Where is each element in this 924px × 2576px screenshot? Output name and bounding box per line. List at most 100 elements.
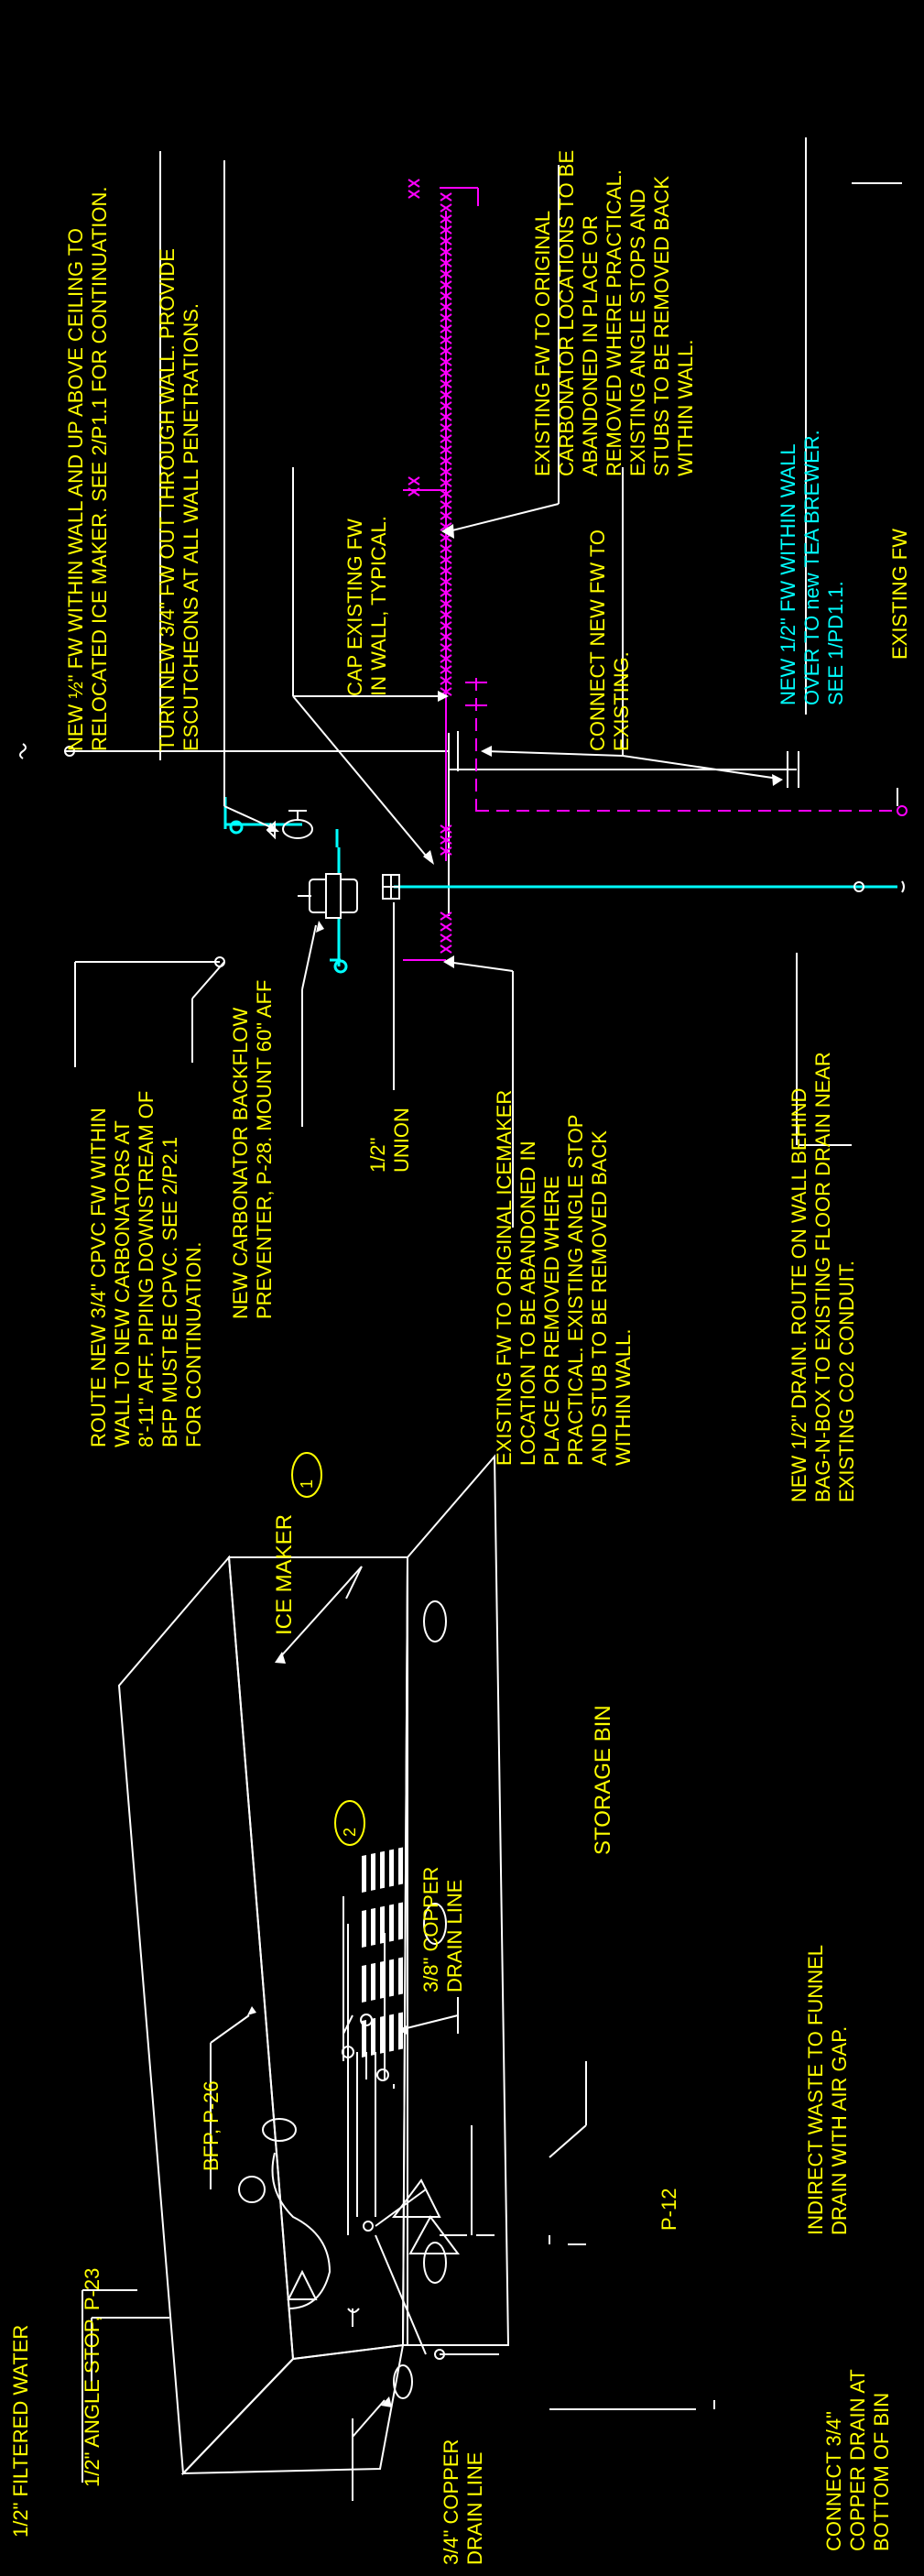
ice-maker-isometric <box>117 1454 510 2476</box>
storage-bin-tag: 2 <box>341 1828 359 1837</box>
x-mark <box>440 489 452 498</box>
x-mark <box>440 357 452 366</box>
label-p12: P-12 <box>658 2189 680 2231</box>
arrowheads <box>267 524 783 968</box>
x-mark <box>440 434 452 443</box>
vent-slat <box>371 1907 375 1946</box>
vent-slat <box>380 2015 385 2054</box>
vent-slat <box>389 1849 394 1887</box>
vent-slat <box>380 1850 385 1889</box>
x-mark <box>440 412 452 421</box>
label-copper-34: 3/4" COPPER DRAIN LINE <box>440 2433 486 2565</box>
x-mark <box>440 500 452 509</box>
vent-slat <box>398 1902 403 1940</box>
note-union: 1/2" UNION <box>366 1108 413 1173</box>
annotation-text: NEW ½" FW WITHIN WALL AND UP ABOVE CEILI… <box>9 145 911 2565</box>
x-mark <box>440 824 452 834</box>
x-mark <box>440 324 452 333</box>
x-mark <box>440 577 452 586</box>
vent-slat <box>389 2014 394 2052</box>
riser-node <box>64 746 75 757</box>
x-mark <box>440 313 452 322</box>
ice-maker-leaders <box>82 1566 715 2501</box>
x-mark <box>440 291 452 300</box>
note-new-fw-ceiling: NEW ½" FW WITHIN WALL AND UP ABOVE CEILI… <box>64 186 111 751</box>
backflow-preventer <box>298 873 358 919</box>
x-mark <box>440 456 452 465</box>
x-mark <box>440 566 452 575</box>
x-mark <box>440 214 452 224</box>
vent-slat <box>362 1964 366 2003</box>
x-mark <box>408 476 420 486</box>
label-indirect-waste: INDIRECT WASTE TO FUNNEL DRAIN WITH AIR … <box>804 1940 851 2235</box>
x-mark <box>440 654 452 663</box>
storage-bin-tag-ellipse <box>334 1800 365 1846</box>
x-mark <box>440 621 452 630</box>
vent-slat <box>380 1960 385 1999</box>
vent-slat <box>389 1904 394 1942</box>
vent-slat <box>362 1909 366 1948</box>
vent-slat <box>371 2017 375 2056</box>
x-mark <box>440 390 452 399</box>
x-mark <box>440 933 452 943</box>
vent-slat <box>380 1905 385 1944</box>
x-mark <box>440 335 452 344</box>
label-copper-38: 3/8" COPPER DRAIN LINE <box>419 1861 466 1992</box>
x-mark <box>440 280 452 289</box>
x-mark <box>440 203 452 213</box>
note-cap-existing: CAP EXISTING FW IN WALL, TYPICAL. <box>343 513 390 696</box>
label-bfp: BFP, P-26 <box>200 2080 223 2171</box>
x-mark <box>440 247 452 257</box>
label-angle-stop: 1/2" ANGLE STOP, P-23 <box>81 2268 103 2487</box>
equipment-tags <box>291 1452 365 1846</box>
x-mark <box>440 445 452 454</box>
label-ice-maker: ICE MAKER <box>272 1514 297 1635</box>
x-mark <box>440 588 452 597</box>
x-mark <box>440 911 452 921</box>
x-mark <box>440 192 452 202</box>
x-mark <box>440 478 452 487</box>
x-mark <box>440 423 452 432</box>
note-existing-carbonator: EXISTING FW TO ORIGINAL CARBONATOR LOCAT… <box>531 145 697 476</box>
ice-maker-tag: 1 <box>298 1479 316 1489</box>
x-mark <box>408 190 420 199</box>
x-mark <box>440 467 452 476</box>
note-existing-icemaker: EXISTING FW TO ORIGINAL ICEMAKER LOCATIO… <box>493 1085 635 1466</box>
x-mark <box>440 676 452 685</box>
x-mark <box>440 269 452 278</box>
x-mark <box>440 258 452 267</box>
x-mark <box>440 643 452 652</box>
x-mark <box>440 346 452 355</box>
label-filtered-water: 1/2" FILTERED WATER <box>9 2325 32 2538</box>
x-mark <box>440 944 452 954</box>
note-connect-new: CONNECT NEW FW TO EXISTING. <box>586 524 633 751</box>
union-symbol <box>382 874 400 900</box>
x-mark <box>440 511 452 520</box>
ice-maker-arrowheads <box>247 1652 408 2407</box>
x-mark <box>440 401 452 410</box>
x-mark <box>440 236 452 246</box>
abandoned-x-marks <box>408 179 452 954</box>
vent-slat <box>371 1852 375 1891</box>
vent-slat <box>389 1959 394 1997</box>
vent-slat <box>362 1854 366 1894</box>
note-backflow: NEW CARBONATOR BACKFLOW PREVENTER, P-28.… <box>229 980 276 1320</box>
note-existing-fw: EXISTING FW <box>888 529 911 660</box>
x-mark <box>440 846 452 856</box>
x-mark <box>440 544 452 553</box>
x-mark <box>440 632 452 641</box>
x-mark <box>440 225 452 235</box>
label-connect-copper: CONNECT 3/4" COPPER DRAIN AT BOTTOM OF B… <box>822 2363 893 2551</box>
x-mark <box>440 922 452 932</box>
upper-riser-diagram <box>19 137 908 1228</box>
vent-slat <box>398 1957 403 1995</box>
note-new-drain: NEW 1/2" DRAIN. ROUTE ON WALL BEHIND BAG… <box>788 1046 858 1502</box>
ice-maker-vents <box>362 1847 403 2058</box>
x-mark <box>440 665 452 674</box>
x-mark <box>440 610 452 619</box>
note-turn-new-fw: TURN NEW 3/4" FW OUT THROUGH WALL. PROVI… <box>156 243 202 751</box>
x-mark <box>440 599 452 608</box>
x-mark <box>408 179 420 188</box>
leaders <box>74 137 902 1228</box>
